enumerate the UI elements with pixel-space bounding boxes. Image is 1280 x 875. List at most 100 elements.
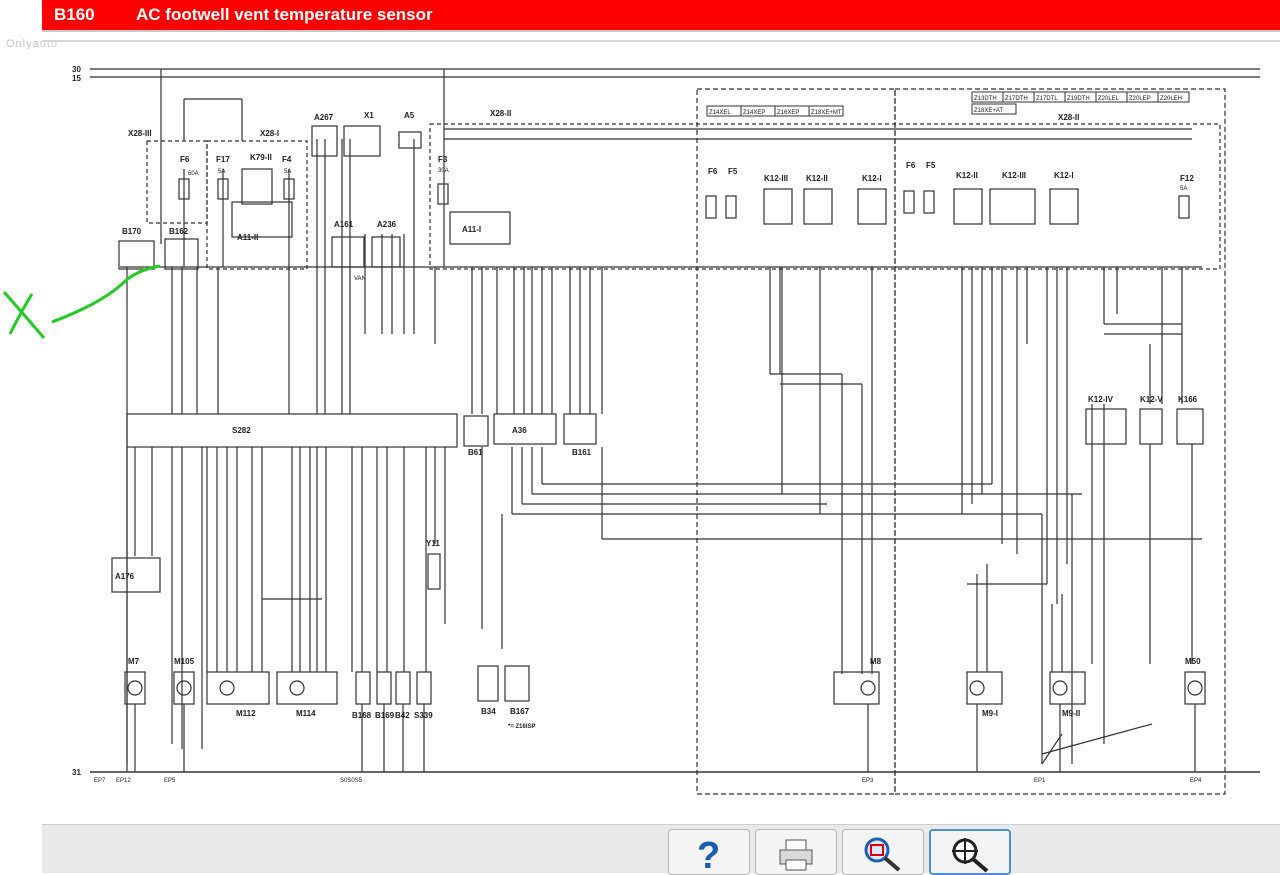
f4-fuse[interactable] [283, 178, 295, 200]
wiring-diagram[interactable]: 30 15 31 X28-III X28-I X28-II X28-II X1 … [42, 44, 1280, 824]
b34-sensor-box[interactable] [477, 665, 499, 702]
s282-label: S282 [232, 426, 251, 435]
b168-sensor-box[interactable] [355, 671, 371, 705]
b161-box[interactable] [563, 413, 597, 445]
ep5-label: EP5 [164, 778, 176, 784]
f12-label: F12 [1180, 174, 1194, 183]
a267-label: A267 [314, 113, 334, 122]
m105-label: M105 [174, 657, 195, 666]
f6-fuse-right[interactable] [903, 190, 915, 214]
a11-i-box[interactable] [449, 211, 511, 245]
f3-fuse[interactable] [437, 183, 449, 205]
y11-box[interactable] [427, 553, 441, 590]
f3-rating: 30A [438, 168, 449, 174]
k12-ii-a-label: K12-II [806, 174, 828, 183]
b42-sensor-box[interactable] [395, 671, 411, 705]
a267-box[interactable] [311, 125, 338, 157]
bottom-toolbar: ? [42, 824, 1280, 875]
m114-label: M114 [296, 709, 316, 718]
zoom-crosshair-icon [952, 838, 989, 873]
b167-note: *= Z16ISP [508, 724, 536, 730]
k12-ii-relay-a[interactable] [803, 188, 833, 225]
a161-label: A161 [334, 220, 354, 229]
a236-box[interactable] [371, 236, 401, 268]
f6-fuse-left[interactable] [178, 178, 190, 200]
k12-ii-b-label: K12-II [956, 171, 978, 180]
f12-fuse[interactable] [1178, 195, 1190, 219]
b162-sensor-box[interactable] [164, 238, 199, 270]
m8-motor-box[interactable] [833, 671, 880, 705]
k12-i-relay-b[interactable] [1049, 188, 1079, 225]
m9-i-label: M9-I [982, 709, 998, 718]
splice-label: S0S0S5 [340, 778, 363, 784]
van-wire-label: VAN [354, 276, 366, 282]
title-separator [42, 40, 1280, 42]
k12-iii-relay-b[interactable] [989, 188, 1036, 225]
x28-ii-label-c: X28-II [1058, 113, 1079, 122]
variant-right-r2-box-0 [971, 103, 1017, 115]
help-button[interactable]: ? [668, 829, 750, 875]
f17-rating: 5A [218, 169, 225, 175]
zoom-crosshair-button[interactable] [929, 829, 1011, 875]
m9-ii-motor-box[interactable] [1049, 671, 1086, 705]
m9-i-motor-box[interactable] [966, 671, 1003, 705]
f4-rating: 5A [284, 169, 291, 175]
print-button[interactable] [755, 829, 837, 875]
svg-text:?: ? [697, 835, 720, 872]
variant-box-right [894, 88, 1226, 795]
k12-i-relay-a[interactable] [857, 188, 887, 225]
x28-i-box [206, 140, 308, 270]
k12-iv-relay[interactable] [1085, 408, 1127, 445]
rail-30-label: 30 [72, 65, 81, 74]
variant-box-mid [696, 88, 896, 795]
a161-box[interactable] [331, 236, 365, 268]
k79-ii-label: K79-II [250, 153, 272, 162]
ep1-label: EP1 [1034, 778, 1046, 784]
ep3-label: EP3 [862, 778, 874, 784]
s282-module-box[interactable] [126, 413, 458, 448]
b167-sensor-box[interactable] [504, 665, 530, 702]
a176-label: A176 [115, 572, 135, 581]
f6-fuse-mid[interactable] [705, 195, 717, 219]
b169-sensor-box[interactable] [376, 671, 392, 705]
k12-ii-relay-b[interactable] [953, 188, 983, 225]
m50-label: M50 [1185, 657, 1201, 666]
title-bar: B160 AC footwell vent temperature sensor [42, 0, 1280, 32]
m114-motor-box[interactable] [276, 671, 338, 705]
m9-ii-label: M9-II [1062, 709, 1080, 718]
k166-relay[interactable] [1176, 408, 1204, 445]
variant-right-r1-box-6 [1157, 91, 1190, 103]
harness-wires-middle [481, 267, 1202, 674]
m112-motor-box[interactable] [206, 671, 270, 705]
x1-label: X1 [364, 111, 374, 120]
component-title: AC footwell vent temperature sensor [136, 5, 433, 24]
a36-box[interactable] [493, 413, 557, 445]
b34-label: B34 [481, 707, 496, 716]
b162-label: B162 [169, 227, 189, 236]
help-question-icon: ? [697, 835, 720, 872]
variant-right-r1-label-0: Z13DTH [974, 96, 997, 102]
k79-ii-relay-box[interactable] [241, 168, 273, 205]
k12-v-relay[interactable] [1139, 408, 1163, 445]
f5-right-label: F5 [926, 161, 936, 170]
f5-fuse-right[interactable] [923, 190, 935, 214]
variant-mid-label-0: Z14XEL [709, 110, 731, 116]
x1-connector-box[interactable] [343, 125, 381, 157]
f17-fuse[interactable] [217, 178, 229, 200]
a5-label: A5 [404, 111, 415, 120]
zoom-area-button[interactable] [842, 829, 924, 875]
f12-rating: 5A [1180, 186, 1187, 192]
a11-ii-box[interactable] [231, 201, 293, 238]
a5-box[interactable] [398, 131, 422, 149]
rail-15-label: 15 [72, 74, 81, 83]
f5-fuse-mid[interactable] [725, 195, 737, 219]
x28-ii-label-a: X28-II [490, 109, 511, 118]
harness-wires-lower-left [126, 447, 446, 772]
b170-sensor-box[interactable] [118, 240, 155, 270]
s339-switch-box[interactable] [416, 671, 432, 705]
b61-box[interactable] [463, 415, 489, 447]
f6-left-rating: 60A [188, 171, 199, 177]
k12-iii-relay-a[interactable] [763, 188, 793, 225]
variant-mid-label-1: Z14XEP [743, 110, 765, 116]
a176-box[interactable] [111, 557, 161, 593]
